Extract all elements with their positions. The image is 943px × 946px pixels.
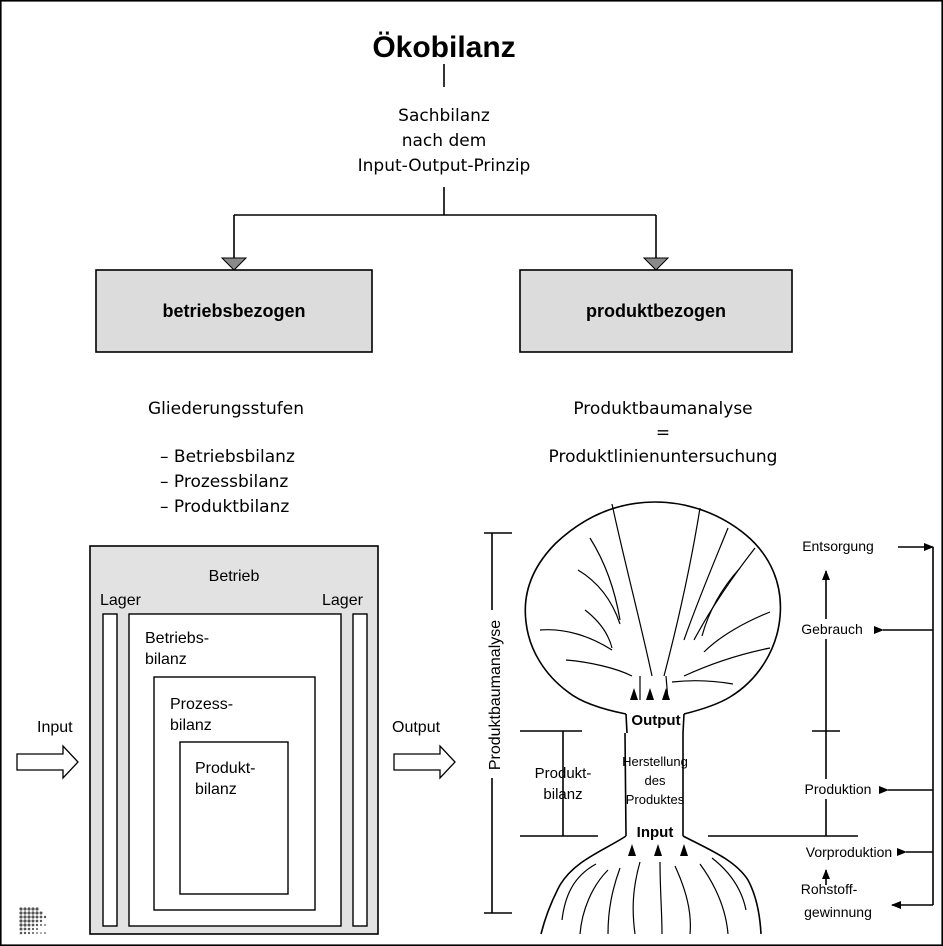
- gliederung-heading: Gliederungsstufen: [148, 399, 304, 419]
- lager-right-label: Lager: [322, 592, 364, 609]
- input-arrow: [16, 744, 79, 780]
- stage-rohstoff-l1: Rohstoff-: [801, 881, 858, 897]
- betriebsbilanz-l1: Betriebs-: [145, 630, 209, 647]
- branch-connectors: [220, 187, 670, 271]
- gliederung-item-2: – Prozessbilanz: [160, 472, 288, 492]
- output-label: Output: [392, 719, 441, 736]
- produktbaum-heading: Produktbaumanalyse: [573, 399, 752, 419]
- lager-right-bar: [352, 613, 368, 927]
- output-arrow: [393, 744, 456, 780]
- produktbilanz-box: [179, 741, 289, 895]
- tree-produktbilanz-l2: bilanz: [543, 786, 582, 803]
- sub-line-1: Sachbilanz: [398, 106, 490, 126]
- gliederung-item-3: – Produktbilanz: [160, 497, 289, 517]
- produktbilanz-l1: Produkt-: [195, 760, 255, 777]
- betrieb-label: Betrieb: [209, 568, 260, 585]
- stage-rohstoff-l2: gewinnung: [804, 904, 872, 920]
- stage-vorproduktion: Vorproduktion: [806, 844, 892, 860]
- sub-line-2: nach dem: [402, 131, 487, 151]
- stage-produktion: Produktion: [805, 781, 872, 797]
- tree-vertical-label: Produktbaumanalyse: [487, 620, 504, 770]
- produktbezogen-box: [519, 269, 793, 353]
- prozessbilanz-l2: bilanz: [170, 717, 212, 734]
- title: Ökobilanz: [372, 31, 515, 64]
- produktbezogen-label: produktbezogen: [586, 301, 726, 321]
- herstellung-l1: Herstellung: [622, 754, 688, 769]
- lager-left-label: Lager: [100, 592, 142, 609]
- prozessbilanz-l1: Prozess-: [170, 696, 233, 713]
- sub-line-3: Input-Output-Prinzip: [358, 156, 531, 176]
- tree-produktbilanz-l1: Produkt-: [535, 765, 592, 782]
- betriebsbilanz-l2: bilanz: [145, 651, 187, 668]
- betriebsbezogen-box: [95, 269, 373, 353]
- publisher-dot-logo: [19, 907, 47, 935]
- produktbilanz-l2: bilanz: [195, 781, 237, 798]
- tree-output-label: Output: [631, 712, 680, 729]
- herstellung-l3: Produktes: [626, 792, 685, 807]
- gliederung-item-1: – Betriebsbilanz: [160, 447, 295, 467]
- produktbaum-eq: =: [656, 423, 670, 443]
- stage-gebrauch: Gebrauch: [801, 621, 862, 637]
- betriebsbezogen-label: betriebsbezogen: [162, 301, 305, 321]
- lager-left-bar: [102, 613, 118, 927]
- product-tree: Produktbaumanalyse Output Herstel: [484, 501, 934, 935]
- nested-bilanz-diagram: Betrieb Lager Lager Betriebs- bilanz Pro…: [16, 545, 456, 935]
- herstellung-l2: des: [645, 773, 666, 788]
- stage-entsorgung: Entsorgung: [802, 538, 874, 554]
- tree-input-label: Input: [637, 824, 674, 841]
- produktlinien-text: Produktlinienuntersuchung: [549, 447, 778, 467]
- input-label: Input: [37, 719, 73, 736]
